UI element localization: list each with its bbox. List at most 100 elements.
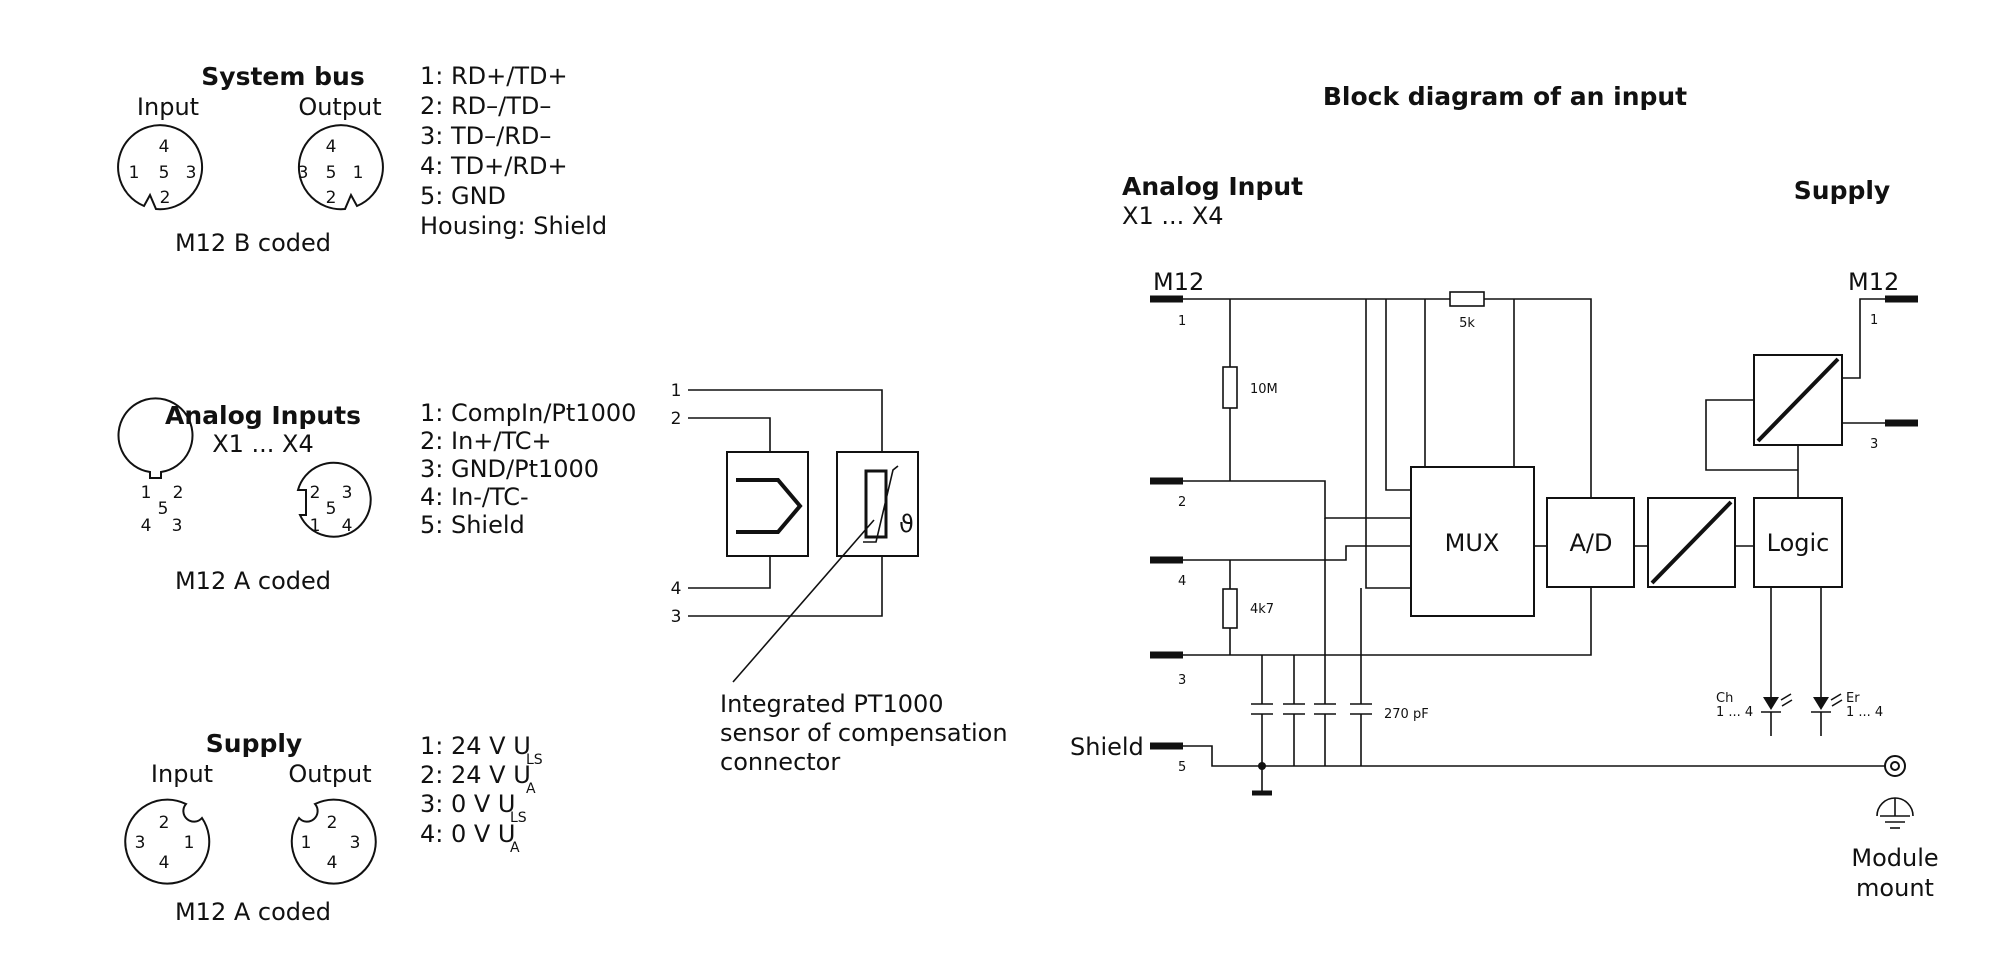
system-bus-input-connector xyxy=(117,124,204,211)
resistor-5k xyxy=(1449,291,1485,307)
analog-pin-2: 2: In+/TC+ xyxy=(420,427,552,455)
mux-label: MUX xyxy=(1445,529,1500,557)
sensor-caption-line-2: sensor of compensation xyxy=(720,719,1008,747)
analog-pin-5: 5: Shield xyxy=(420,511,525,539)
resistor-10m-label: 10M xyxy=(1250,382,1278,397)
pin-number: 3 xyxy=(1870,437,1878,452)
capacitor-plates xyxy=(1251,703,1372,715)
pin-label: 3 xyxy=(342,483,353,503)
led-er-label: Er xyxy=(1846,691,1860,706)
ad-label: A/D xyxy=(1570,529,1613,557)
resistor-5k-label: 5k xyxy=(1459,316,1475,331)
svg-text:LS: LS xyxy=(526,752,543,768)
pin-label: 5 xyxy=(159,163,170,183)
analog-inputs-section: Analog Inputs X1 ... X4 1 2 5 4 3 2 3 5 … xyxy=(117,397,636,595)
pin-number: 4 xyxy=(1178,574,1186,589)
analog-input-subheading: X1 ... X4 xyxy=(1122,202,1224,230)
mux-block xyxy=(1410,466,1535,617)
svg-text:1: 24 V U: 1: 24 V U xyxy=(420,732,531,760)
pin-label: 4 xyxy=(326,137,337,157)
pin-label: 5 xyxy=(326,499,337,519)
sensor-wire-2 xyxy=(688,417,771,452)
pin-label: 2 xyxy=(327,813,338,833)
block-diagram-section: Block diagram of an input Analog Input X… xyxy=(1070,82,1939,902)
shield-label: Shield xyxy=(1070,733,1144,761)
logic-block xyxy=(1753,497,1843,588)
capacitor-label: 270 pF xyxy=(1384,707,1429,722)
sensor-pin: 4 xyxy=(671,579,682,599)
m12-left-label: M12 xyxy=(1153,268,1204,296)
analog-inputs-title: Analog Inputs xyxy=(165,401,361,430)
led-ch-label: Ch xyxy=(1716,691,1733,706)
pin-label: 2 xyxy=(310,483,321,503)
supply-pin-3: 3: 0 V U LS xyxy=(420,790,527,826)
supply-pin-1: 1: 24 V U LS xyxy=(420,732,543,768)
pin-label: 2 xyxy=(326,188,337,208)
logic-label: Logic xyxy=(1767,529,1830,557)
sensor-wire-4 xyxy=(688,556,771,589)
pin-number: 2 xyxy=(1178,495,1186,510)
thermocouple-box xyxy=(726,451,809,557)
top-rail xyxy=(1183,298,1592,498)
system-bus-input-label: Input xyxy=(137,93,199,121)
analog-input-connector-left xyxy=(117,397,194,479)
pin-label: 3 xyxy=(186,163,197,183)
ad-block xyxy=(1546,497,1635,588)
pin-label: 5 xyxy=(158,499,169,519)
led-er-range: 1 ... 4 xyxy=(1846,705,1883,720)
system-bus-pin-3: 3: TD–/RD– xyxy=(420,122,551,150)
sensor-wire-3 xyxy=(688,556,883,617)
svg-text:2: 24 V U: 2: 24 V U xyxy=(420,761,531,789)
pin-label: 3 xyxy=(350,833,361,853)
supply-input-connector xyxy=(124,798,211,885)
module-mount-terminal-inner xyxy=(1890,761,1900,771)
supply-title: Supply xyxy=(206,729,302,758)
led-ch-icon xyxy=(1761,693,1793,713)
supply-output-connector xyxy=(290,798,377,885)
pin-label: 1 xyxy=(310,516,321,536)
analog-inputs-coding: M12 A coded xyxy=(175,567,331,595)
analog-inputs-subtitle: X1 ... X4 xyxy=(212,430,314,458)
pin-number: 1 xyxy=(1178,314,1186,329)
pin-label: 4 xyxy=(141,516,152,536)
capacitor-wires xyxy=(1261,518,1362,766)
protective-earth-icon xyxy=(1876,797,1914,829)
mux-feed-a xyxy=(1365,299,1411,589)
system-bus-pin-2: 2: RD–/TD– xyxy=(420,92,551,120)
supply-connector-section: Supply Input Output 2 3 1 4 2 1 3 4 M12 … xyxy=(124,729,543,926)
pin-label: 4 xyxy=(159,137,170,157)
pin-label: 5 xyxy=(326,163,337,183)
system-bus-pin-1: 1: RD+/TD+ xyxy=(420,62,568,90)
system-bus-output-label: Output xyxy=(298,93,381,121)
system-bus-coding: M12 B coded xyxy=(175,229,331,257)
analog-pin-1: 1: CompIn/Pt1000 xyxy=(420,399,636,427)
supply-output-label: Output xyxy=(288,760,371,788)
shield-rail xyxy=(1183,745,1885,767)
module-mount-terminal xyxy=(1884,755,1906,777)
pin-label: 3 xyxy=(172,516,183,536)
thermocouple-symbol xyxy=(736,478,803,534)
pin-label: 1 xyxy=(141,483,152,503)
svg-text:A: A xyxy=(510,840,520,856)
isolator-slash xyxy=(1650,500,1733,585)
analog-input-heading: Analog Input xyxy=(1122,172,1303,201)
supply-coding: M12 A coded xyxy=(175,898,331,926)
resistor-10m xyxy=(1222,366,1238,409)
pin-number: 5 xyxy=(1178,760,1186,775)
mux-feed-b xyxy=(1385,299,1411,491)
module-mount-label-2: mount xyxy=(1856,874,1934,902)
pin-number: 1 xyxy=(1870,313,1878,328)
pin-label: 3 xyxy=(135,833,146,853)
sensor-caption-line-1: Integrated PT1000 xyxy=(720,690,944,718)
sensor-pin: 2 xyxy=(671,409,682,429)
led-er-icon xyxy=(1811,693,1843,713)
pt1000-slash xyxy=(863,465,899,543)
supply-pin-4: 4: 0 V U A xyxy=(420,820,520,856)
sensor-detail-section: 1 2 4 3 ϑ Integrated PT1000 sensor of co… xyxy=(671,381,1008,776)
supply-input-label: Input xyxy=(151,760,213,788)
svg-text:4: 0 V U: 4: 0 V U xyxy=(420,820,516,848)
resistor-4k7 xyxy=(1222,588,1238,629)
supply-wire-1 xyxy=(1842,298,1885,379)
pin-label: 2 xyxy=(160,188,171,208)
